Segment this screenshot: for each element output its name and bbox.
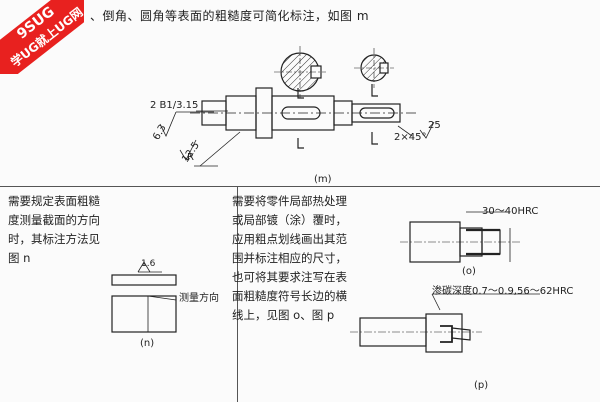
- direction-label: 测量方向: [179, 293, 219, 304]
- radius-label: R: [187, 152, 194, 163]
- carburizing-note: 渗碳深度0.7～0.9,56～62HRC: [432, 286, 574, 297]
- left-paragraph: 需要规定表面粗糙度测量截面的方向时，其标注方法见图 n: [8, 194, 100, 265]
- horizontal-divider: [0, 186, 600, 187]
- figure-m-drawing: [159, 46, 435, 167]
- chamfer-label: 2×45°: [394, 132, 427, 143]
- figure-o-drawing: [400, 211, 522, 263]
- figure-o-caption: (o): [462, 266, 476, 277]
- header-text: 、倒角、圆角等表面的粗糙度可简化标注，如图 m: [90, 9, 370, 23]
- figure-m-caption: (m): [314, 174, 332, 185]
- middle-paragraph: 需要将零件局部热处理或局部镀（涂）覆时，应用粗点划线画出其范围并标注相应的尺寸，…: [232, 194, 347, 322]
- vertical-divider: [237, 186, 238, 402]
- roughness-c-label: 25: [428, 120, 441, 131]
- callout-label: 2 B1/3.15: [150, 100, 199, 111]
- hardness-label: 30～40HRC: [482, 206, 539, 217]
- n-roughness-label: 1.6: [141, 259, 156, 269]
- figure-p-caption: (p): [474, 380, 489, 391]
- figure-n-caption: (n): [140, 338, 155, 349]
- figure-p-drawing: [350, 293, 540, 353]
- figure-n-drawing: [111, 261, 177, 333]
